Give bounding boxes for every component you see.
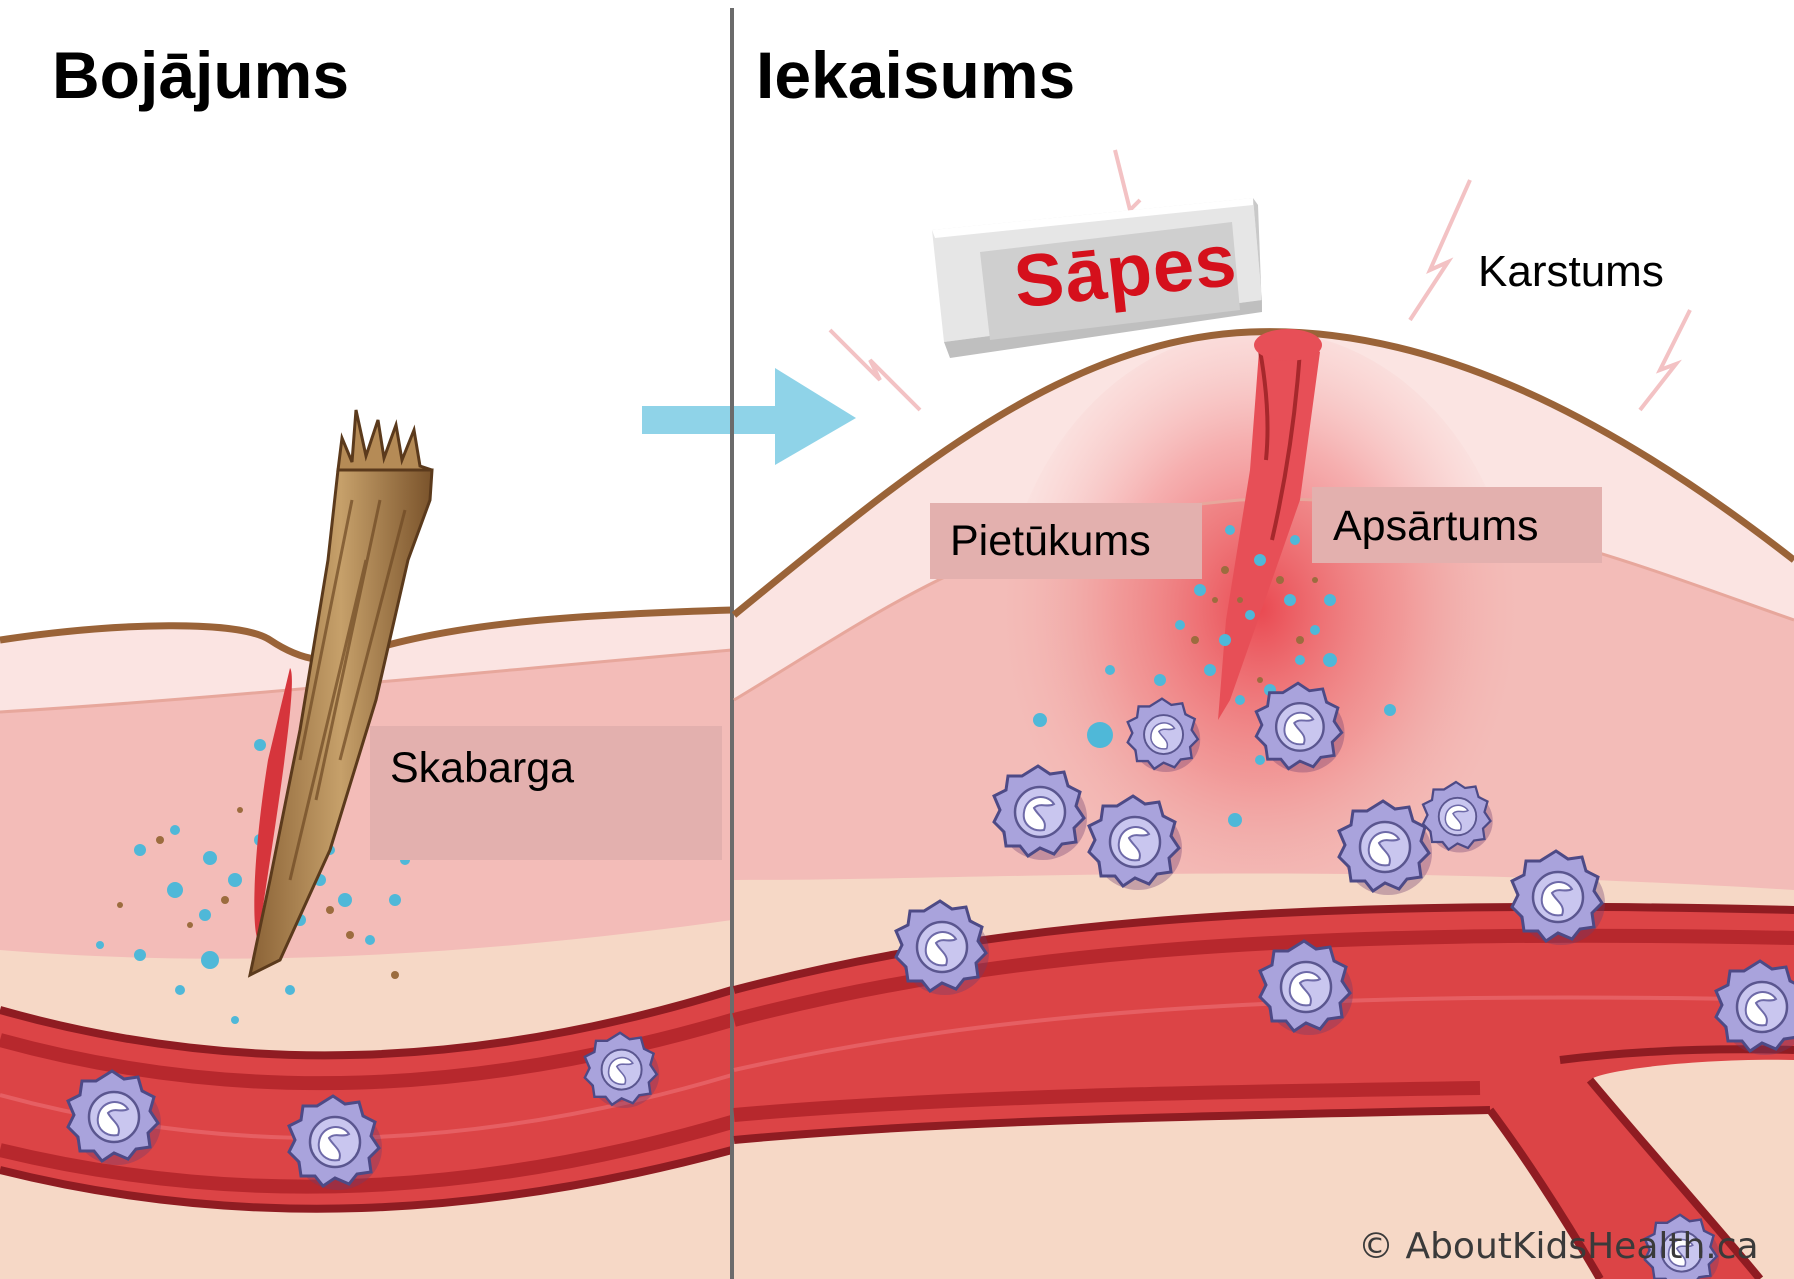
- swelling-label: Pietūkums: [950, 520, 1151, 563]
- copyright-credit: © AboutKidsHealth.ca: [1358, 1226, 1759, 1267]
- left-panel-title: Bojājums: [52, 42, 349, 108]
- transition-arrow: [642, 368, 856, 465]
- splinter-label: Skabarga: [390, 747, 574, 790]
- redness-label: Apsārtums: [1333, 505, 1539, 548]
- right-panel-title: Iekaisums: [756, 42, 1075, 108]
- right-panel: [734, 150, 1794, 1279]
- heat-label: Karstums: [1478, 250, 1664, 294]
- left-panel: [0, 410, 732, 1279]
